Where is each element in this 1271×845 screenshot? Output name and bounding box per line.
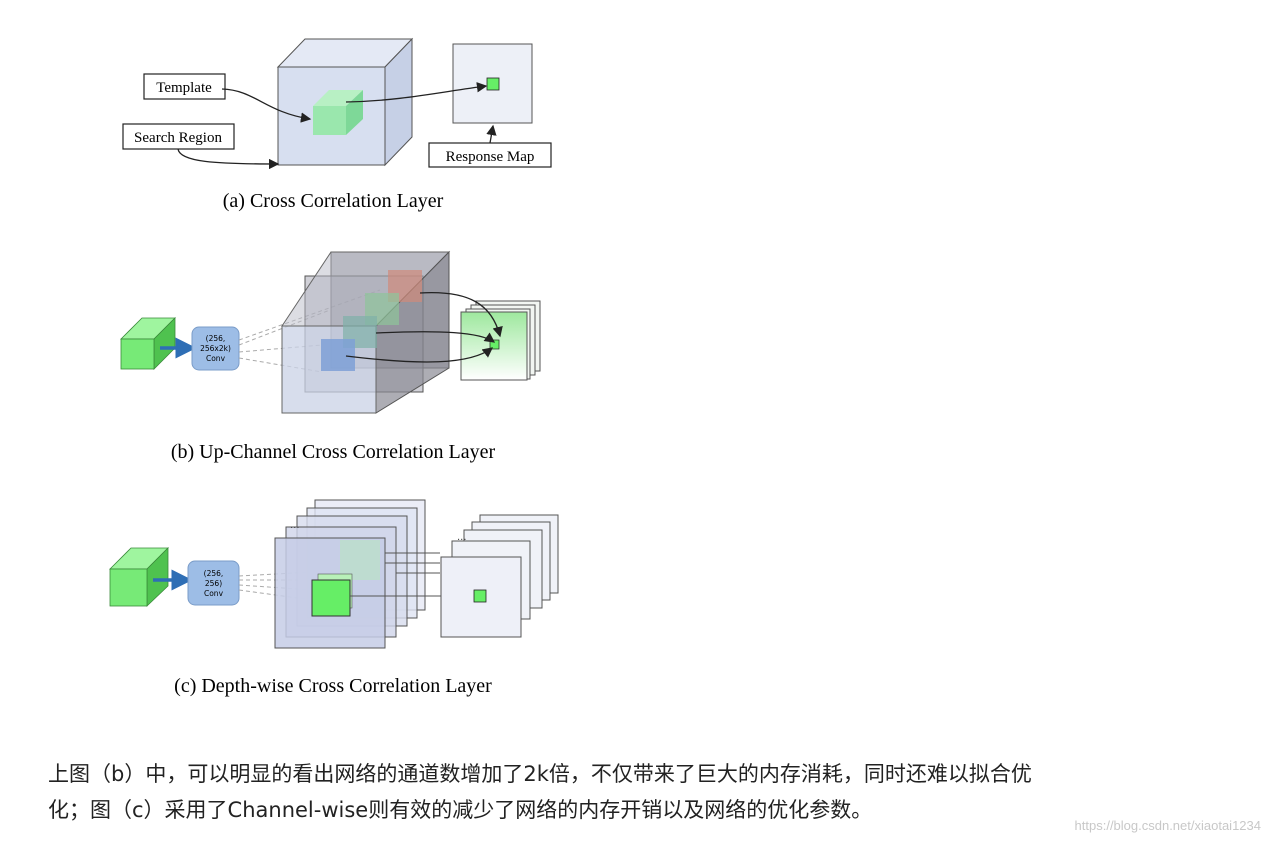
caption-b: (b) Up-Channel Cross Correlation Layer: [171, 441, 496, 463]
caption-a: (a) Cross Correlation Layer: [223, 190, 444, 212]
conv-box-c: [187, 560, 240, 606]
response-maps-c: [440, 514, 559, 638]
ellipsis-c-right: ...: [457, 532, 467, 543]
search-feature-planes-c: [274, 499, 426, 649]
paragraph-line-2: 化；图（c）采用了Channel-wise则有效的减少了网络的内存开销以及网络的…: [48, 798, 873, 822]
template-feature-cube-b: [120, 317, 176, 370]
panel-c: (256, 256) Conv ...: [109, 499, 559, 697]
conv-c-line1: (256,: [204, 569, 224, 578]
conv-box-b: [191, 326, 240, 371]
search-region-label-box: [122, 123, 235, 150]
paragraph-line-1: 上图（b）中，可以明显的看出网络的通道数增加了2k倍，不仅带来了巨大的内存消耗，…: [48, 762, 1032, 786]
template-cube: [313, 90, 363, 135]
conv-c-line3: Conv: [204, 589, 224, 598]
panel-b: (256, 256x2k) Conv: [120, 250, 541, 463]
response-map-arrow: [486, 124, 497, 144]
response-peak: [486, 77, 500, 91]
template-arrow: [221, 88, 312, 123]
response-map-label-box: [428, 142, 552, 168]
conv-b-line2: 256x2k): [200, 344, 231, 353]
arc-b-1: [419, 291, 503, 338]
template-label: Template: [156, 80, 212, 96]
template-label-box: [143, 73, 226, 100]
template-feature-cube-c: [109, 547, 169, 607]
search-region-arrow: [177, 148, 280, 170]
arc-b-2: [375, 331, 496, 343]
correlation-arrow: [345, 82, 488, 103]
response-maps-b: [460, 300, 541, 381]
search-region-label: Search Region: [134, 130, 222, 146]
panel-a: Template Search Region Response Map (a) …: [122, 37, 552, 212]
conv-c-line2: 256): [205, 579, 222, 588]
response-map-label: Response Map: [446, 149, 535, 165]
conv-b-line3: Conv: [206, 354, 226, 363]
explanation-paragraph: 上图（b）中，可以明显的看出网络的通道数增加了2k倍，不仅带来了巨大的内存消耗，…: [48, 756, 1208, 828]
watermark: https://blog.csdn.net/xiaotai1234: [1074, 818, 1261, 833]
ellipsis-c-left: ...: [290, 520, 300, 531]
search-feature-cube-b: [281, 250, 451, 414]
conv-b-line1: (256,: [206, 334, 226, 343]
caption-c: (c) Depth-wise Cross Correlation Layer: [174, 675, 492, 697]
arc-b-3: [345, 347, 494, 363]
